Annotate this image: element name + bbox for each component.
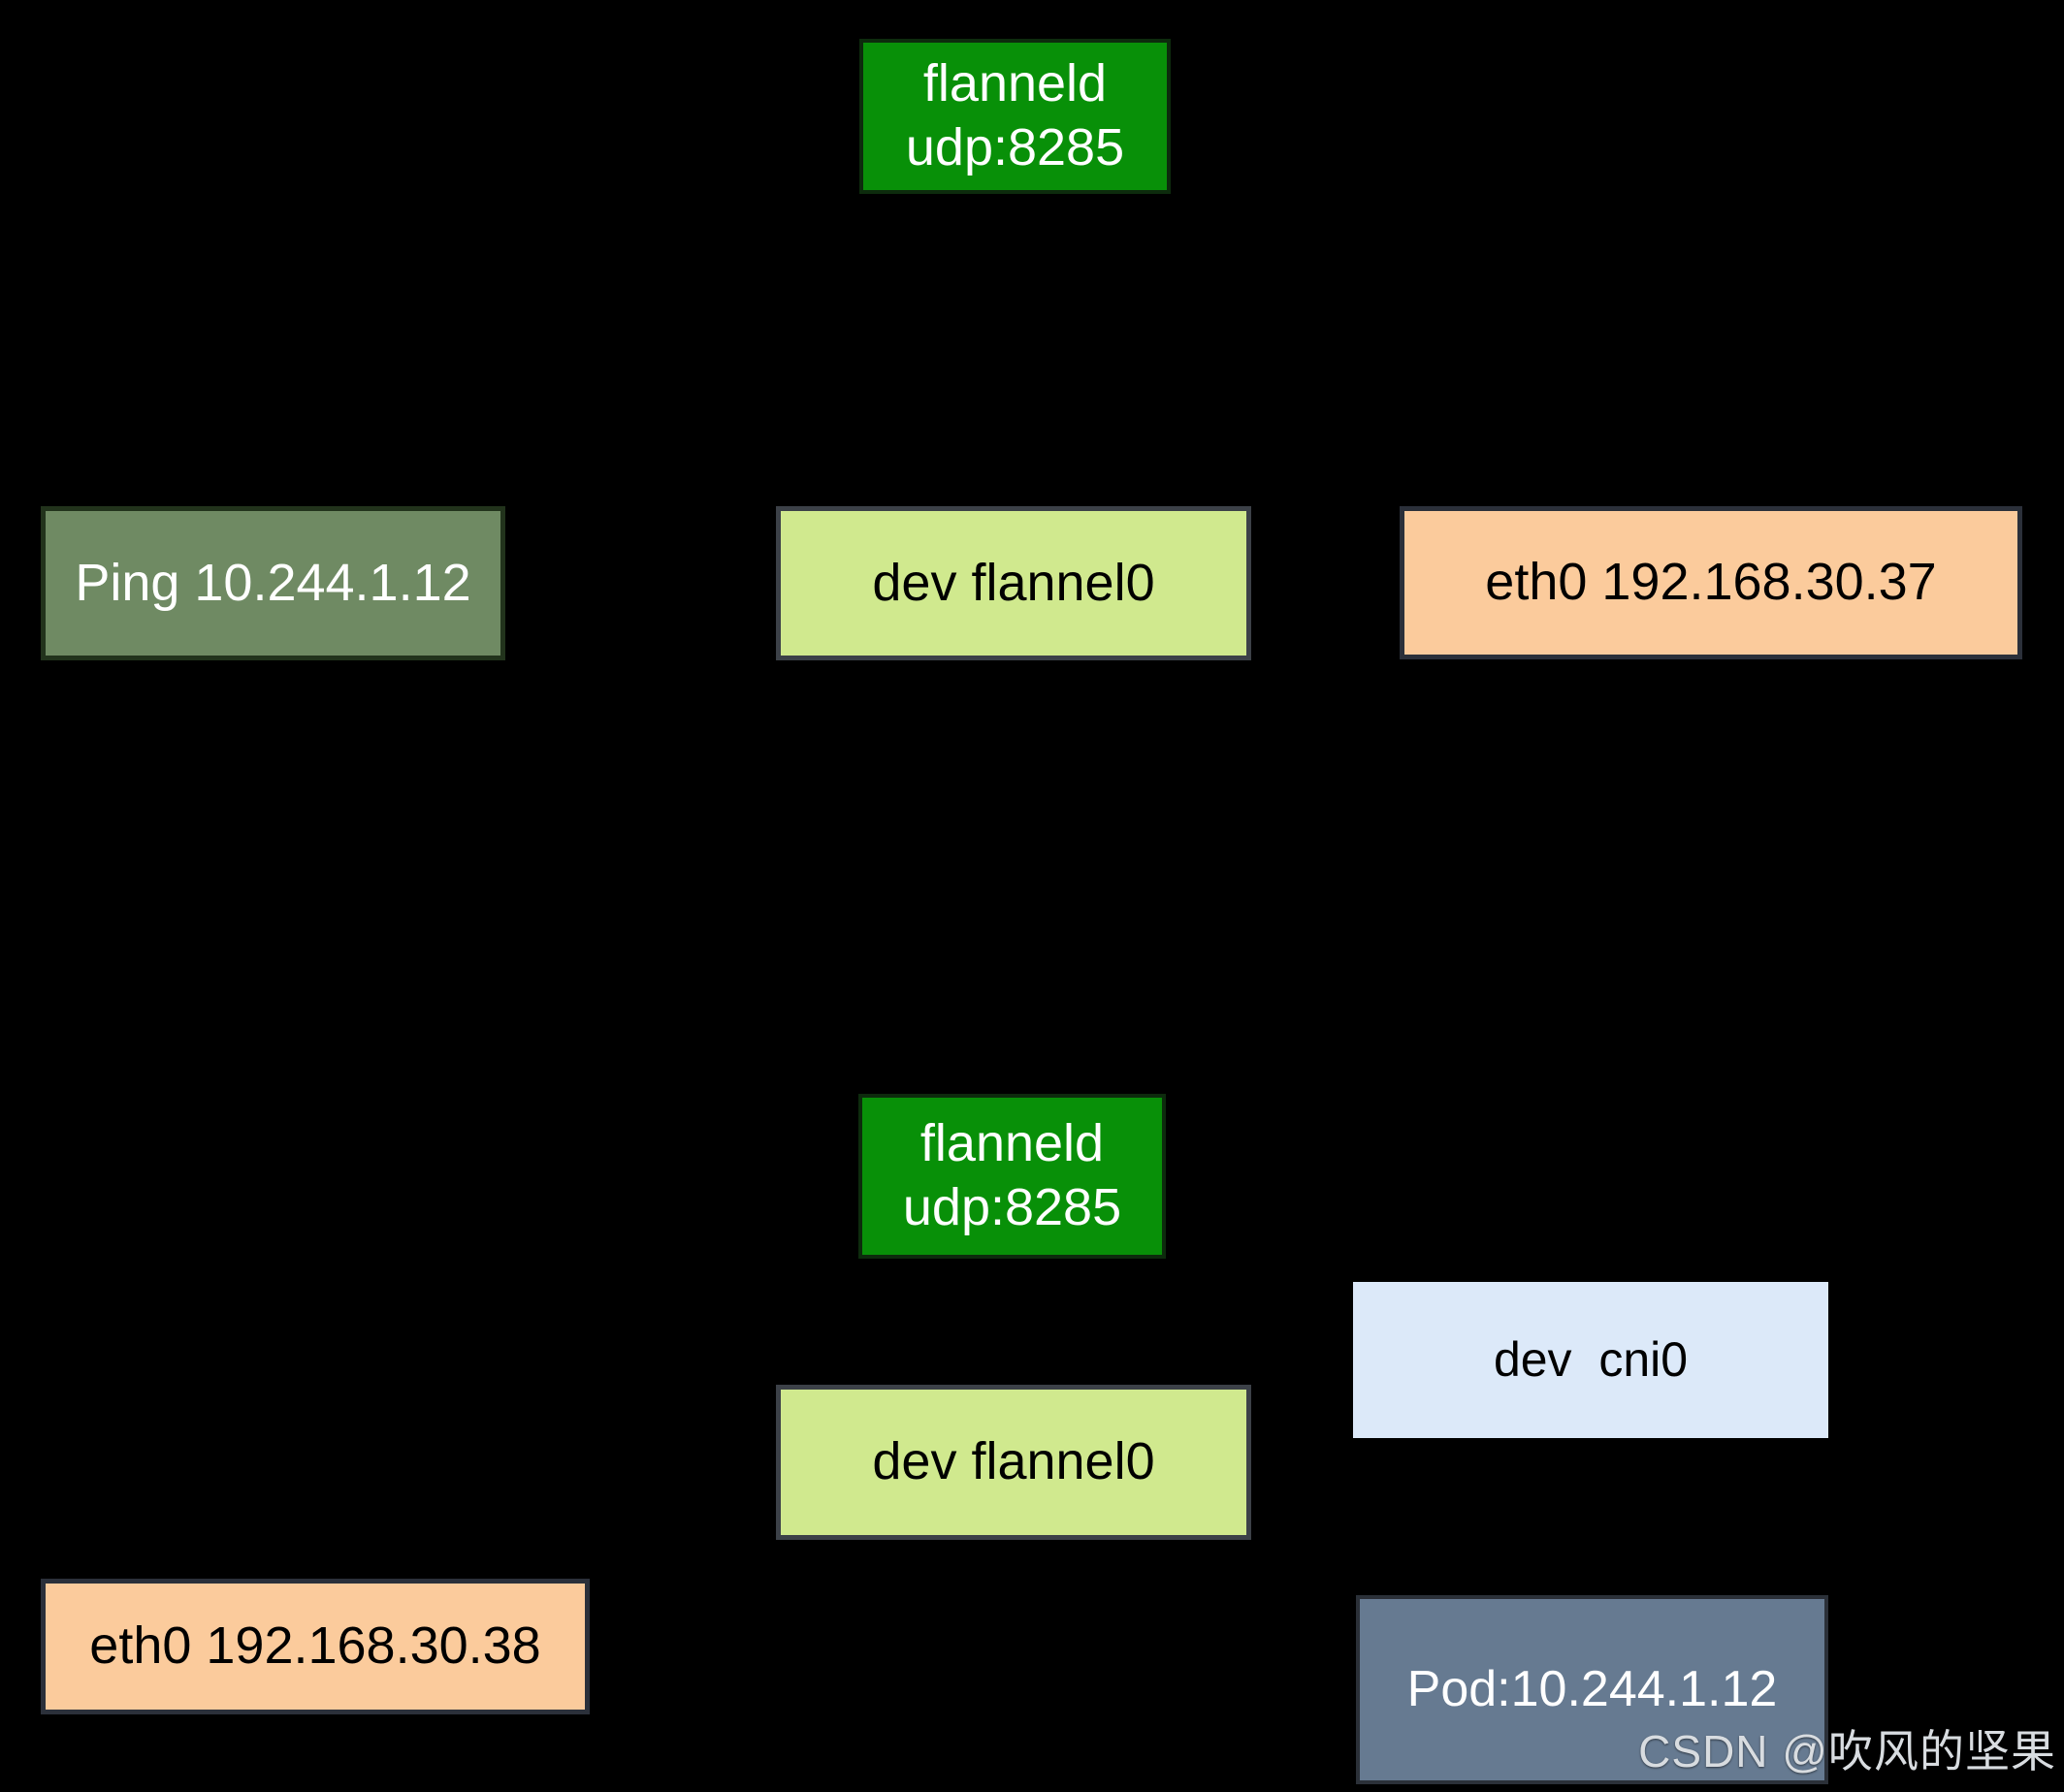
node-label-line2: udp:8285 [905,118,1125,176]
csdn-watermark: CSDN @吹风的坚果 [1638,1726,2056,1776]
node-dev-flannel0-host-a[interactable]: dev flannel0 [776,506,1251,660]
node-label-line1: flanneld [919,1114,1105,1173]
node-ping-command[interactable]: Ping 10.244.1.12 [41,506,505,660]
node-label-line1: eth0 192.168.30.37 [1485,553,1937,612]
node-label-line2: udp:8285 [902,1178,1122,1236]
node-label-line1: dev cni0 [1493,1332,1689,1387]
node-label-line1: flanneld [922,54,1108,113]
node-label-line1: eth0 192.168.30.38 [89,1616,541,1676]
node-dev-flannel0-host-b[interactable]: dev flannel0 [776,1385,1251,1540]
node-flanneld-host-b[interactable]: flanneld udp:8285 [858,1094,1166,1259]
node-label-line1: dev flannel0 [872,1432,1155,1491]
node-label-line1: dev flannel0 [872,553,1155,612]
node-eth0-host-b[interactable]: eth0 192.168.30.38 [41,1579,590,1714]
node-pod-destination[interactable]: Pod:10.244.1.12 [1356,1595,1828,1784]
node-dev-cni0-host-b[interactable]: dev cni0 [1353,1282,1828,1438]
node-label-line1: Pod:10.244.1.12 [1406,1660,1778,1717]
node-eth0-host-a[interactable]: eth0 192.168.30.37 [1400,506,2022,659]
node-label-line1: Ping 10.244.1.12 [75,553,471,612]
node-flanneld-host-a[interactable]: flanneld udp:8285 [859,39,1171,194]
